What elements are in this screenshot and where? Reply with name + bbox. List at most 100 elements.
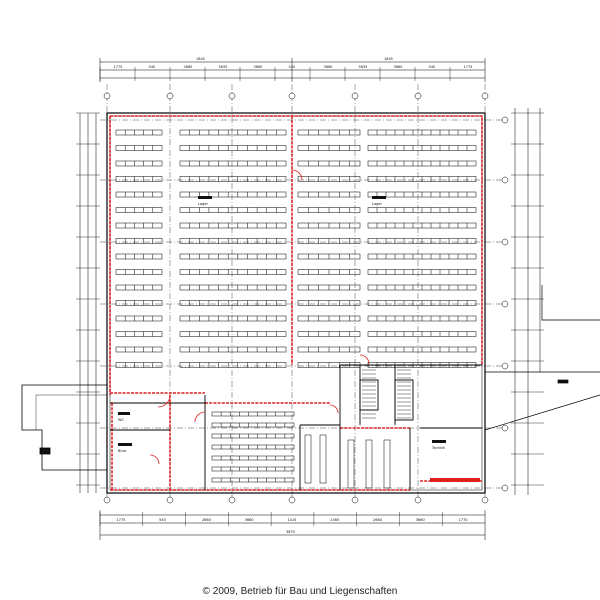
axis-bubble-top bbox=[351, 92, 359, 100]
axis-bubble-top bbox=[103, 92, 111, 100]
bottom-dim-label: 1415 bbox=[288, 518, 297, 522]
shelving-racks bbox=[115, 129, 477, 368]
shelf-rack bbox=[115, 346, 163, 353]
room-label-hall-left: Lager bbox=[198, 202, 208, 206]
top-dim-label: 3660 bbox=[324, 65, 333, 69]
shelf-rack-vertical bbox=[304, 434, 312, 484]
shelf-rack-lower bbox=[211, 422, 295, 428]
shelf-rack bbox=[179, 129, 287, 136]
shelf-rack bbox=[179, 346, 287, 353]
partition-walls bbox=[110, 364, 482, 490]
bottom-dim-label: 3660 bbox=[245, 518, 254, 522]
stairs bbox=[362, 369, 411, 419]
shelf-rack bbox=[115, 269, 163, 275]
shelf-rack bbox=[115, 238, 163, 244]
shelf-rack bbox=[115, 129, 163, 136]
top-dim-label: 540 bbox=[429, 65, 436, 69]
top-dim-label: 3660 bbox=[254, 65, 263, 69]
shelf-rack bbox=[115, 160, 163, 167]
axis-bubble-bottom bbox=[228, 496, 236, 504]
bottom-dim-label: 2465 bbox=[330, 518, 339, 522]
axis-bubble-bottom bbox=[288, 496, 296, 504]
top-dim-label: 3660 bbox=[394, 65, 403, 69]
bottom-dim-label: 2660 bbox=[373, 518, 382, 522]
bottom-dim-label: 2660 bbox=[202, 518, 211, 522]
shelf-rack bbox=[179, 300, 287, 306]
axis-bubble-bottom bbox=[414, 496, 422, 504]
axis-bubble-right bbox=[501, 424, 509, 432]
shelf-rack bbox=[115, 300, 163, 306]
room-tag-annex bbox=[118, 412, 130, 415]
doors bbox=[149, 169, 370, 465]
right-dimension-lines bbox=[514, 108, 541, 495]
top-dimension-lines bbox=[99, 58, 486, 82]
axis-bubble-top bbox=[228, 92, 236, 100]
shelf-rack bbox=[179, 269, 287, 275]
shelf-rack bbox=[115, 284, 163, 291]
axis-bubble-right bbox=[501, 362, 509, 370]
shelf-rack bbox=[179, 222, 287, 229]
bottom-dim-label: 3660 bbox=[416, 518, 425, 522]
room-tag-hall-right bbox=[372, 196, 386, 199]
shelf-rack-lower bbox=[211, 433, 295, 439]
annex-left bbox=[21, 384, 107, 471]
shelf-rack bbox=[179, 145, 287, 151]
axis-bubble-top bbox=[414, 92, 422, 100]
annex-right bbox=[430, 285, 600, 482]
shelf-rack-lower bbox=[211, 455, 295, 461]
shelf-rack bbox=[179, 238, 287, 244]
shelf-rack bbox=[115, 176, 163, 182]
grid-axis-bubbles bbox=[103, 92, 509, 504]
room-tag-hall-left bbox=[198, 196, 212, 199]
shelf-rack bbox=[179, 362, 287, 368]
axis-bubble-right bbox=[501, 116, 509, 124]
shelf-rack-lower bbox=[211, 444, 295, 450]
bottom-dim-label: 540 bbox=[159, 518, 166, 522]
shelf-rack-lower bbox=[211, 466, 295, 472]
bottom-dim-label: 1775 bbox=[116, 518, 125, 522]
axis-bubble-bottom bbox=[103, 496, 111, 504]
fire-walls bbox=[109, 115, 483, 491]
room-label-office-1: Büro bbox=[118, 449, 126, 453]
lower-shelving-racks bbox=[211, 411, 391, 489]
left-dimension-lines bbox=[79, 113, 97, 493]
shelf-rack bbox=[179, 160, 287, 167]
top-overall-right: 1845 bbox=[384, 57, 393, 61]
shelf-rack bbox=[179, 191, 287, 198]
top-dim-label: 5635 bbox=[219, 65, 228, 69]
bottom-dimension-lines bbox=[99, 510, 486, 540]
shelf-rack bbox=[179, 315, 287, 322]
shelf-rack bbox=[115, 331, 163, 337]
copyright-notice: © 2009, Betrieb für Bau und Liegenschaft… bbox=[202, 586, 398, 597]
room-tag-office-2 bbox=[432, 440, 446, 443]
shelf-rack bbox=[115, 253, 163, 260]
bottom-dim-label: 1775 bbox=[459, 518, 468, 522]
shelf-rack bbox=[179, 253, 287, 260]
shelf-rack bbox=[115, 222, 163, 229]
shelf-rack-vertical bbox=[383, 439, 391, 489]
axis-bubble-top bbox=[288, 92, 296, 100]
shelf-rack bbox=[179, 284, 287, 291]
room-labels: Lager Lager Büro Technik WC bbox=[118, 196, 446, 453]
shelf-rack-vertical bbox=[319, 434, 327, 484]
shelf-rack-vertical bbox=[347, 439, 355, 489]
room-tag-office-1 bbox=[118, 443, 132, 446]
side-dimension-ticks bbox=[76, 112, 544, 486]
top-dim-label: 540 bbox=[149, 65, 156, 69]
axis-bubble-top bbox=[166, 92, 174, 100]
axis-bubble-right bbox=[501, 176, 509, 184]
axis-bubble-top bbox=[481, 92, 489, 100]
shelf-rack bbox=[115, 315, 163, 322]
shelf-rack bbox=[179, 331, 287, 337]
building-outline bbox=[106, 112, 486, 494]
top-dim-label: 1775 bbox=[464, 65, 473, 69]
room-label-annex: WC bbox=[118, 418, 124, 422]
bottom-overall: 3670 bbox=[286, 530, 295, 534]
shelf-rack bbox=[115, 362, 163, 368]
grid-axes bbox=[100, 84, 505, 500]
top-dimension-ticks bbox=[99, 67, 451, 81]
axis-bubble-right bbox=[501, 484, 509, 492]
room-label-office-2: Technik bbox=[431, 446, 446, 450]
